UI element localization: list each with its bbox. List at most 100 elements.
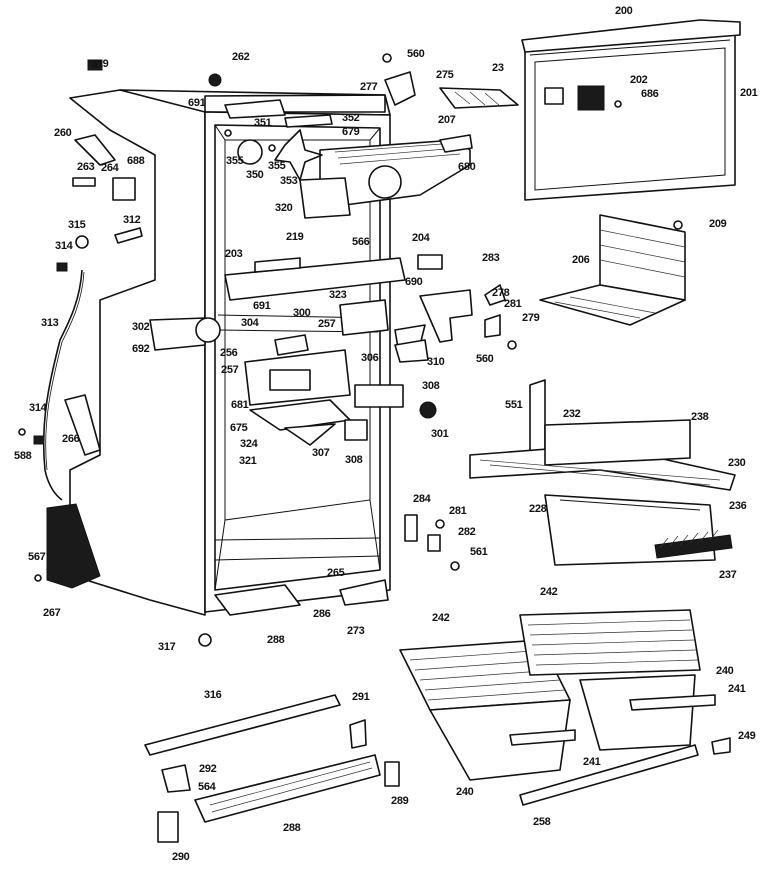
part-label-l353: 353 (280, 175, 298, 187)
part-label-l264: 264 (101, 162, 120, 174)
rear-grille-267 (46, 503, 101, 589)
part-label-l284: 284 (413, 493, 432, 505)
part-label-l551: 551 (505, 399, 523, 411)
part-label-l355b: 355 (268, 160, 286, 172)
evaporator-cover-207 (299, 134, 473, 219)
part-label-l263: 263 (77, 161, 95, 173)
part-label-l241b: 241 (583, 756, 601, 768)
part-label-l314a: 314 (55, 240, 74, 252)
part-label-l283: 283 (482, 252, 500, 264)
part-label-l315: 315 (68, 219, 86, 231)
part-label-l240a: 240 (716, 665, 734, 677)
part-label-l256: 256 (220, 347, 238, 359)
part-label-l319: 319 (91, 58, 109, 70)
part-label-l266: 266 (62, 433, 80, 445)
misc-lower-parts (157, 514, 731, 843)
part-label-l219: 219 (286, 231, 304, 243)
part-label-l288b: 288 (283, 822, 301, 834)
shelf-228 (469, 379, 736, 491)
part-label-l236: 236 (729, 500, 747, 512)
part-label-l232: 232 (563, 408, 581, 420)
part-label-l238: 238 (691, 411, 709, 423)
part-label-l202: 202 (630, 74, 648, 86)
part-label-l320: 320 (275, 202, 293, 214)
part-label-l265: 265 (327, 567, 345, 579)
bracket-283 (419, 284, 517, 350)
pan-240-left (399, 639, 576, 781)
damper-323 (339, 299, 429, 363)
part-label-l242b: 242 (540, 586, 558, 598)
crisper-drawer-236 (544, 494, 733, 566)
part-label-l686: 686 (641, 88, 659, 100)
ice-tray-23 (439, 87, 519, 109)
part-label-l350: 350 (246, 169, 264, 181)
part-label-l300: 300 (293, 307, 311, 319)
part-label-l308b: 308 (345, 454, 363, 466)
part-label-l566: 566 (352, 236, 370, 248)
part-label-l321: 321 (239, 455, 257, 467)
part-label-l692: 692 (132, 343, 150, 355)
part-label-l690: 690 (405, 276, 423, 288)
part-label-l288a: 288 (267, 634, 285, 646)
lower-hinge (18, 394, 101, 582)
part-label-l691a: 691 (188, 97, 206, 109)
part-label-l323: 323 (329, 289, 347, 301)
part-label-l275: 275 (436, 69, 454, 81)
part-label-l279: 279 (522, 312, 540, 324)
part-label-l688: 688 (127, 155, 145, 167)
part-label-l316: 316 (204, 689, 222, 701)
part-label-l308a: 308 (422, 380, 440, 392)
part-label-l310: 310 (427, 356, 445, 368)
part-label-l289: 289 (391, 795, 409, 807)
part-label-l206: 206 (572, 254, 590, 266)
part-label-l201: 201 (740, 87, 758, 99)
part-label-l564: 564 (198, 781, 217, 793)
part-label-l228: 228 (529, 503, 547, 515)
bracket-275 (382, 53, 416, 106)
part-label-l314b: 314 (29, 402, 48, 414)
part-label-l257b: 257 (221, 364, 239, 376)
grille-288 (194, 754, 381, 823)
part-label-l680: 680 (458, 161, 476, 173)
part-label-l307: 307 (312, 447, 330, 459)
freezer-door-201 (521, 19, 741, 201)
part-label-l277: 277 (360, 81, 378, 93)
upper-hinge (56, 59, 222, 272)
part-label-l241a: 241 (728, 683, 746, 695)
part-label-l262a: 262 (232, 51, 250, 63)
part-label-l260: 260 (54, 127, 72, 139)
part-label-l681: 681 (231, 399, 249, 411)
part-label-l290: 290 (172, 851, 190, 863)
part-label-l561: 561 (470, 546, 488, 558)
part-label-l281a: 281 (504, 298, 522, 310)
freezer-shelf-206 (539, 214, 686, 326)
part-label-l203: 203 (225, 248, 243, 260)
part-label-l306: 306 (361, 352, 379, 364)
part-label-l278: 278 (492, 287, 510, 299)
rail-316 (144, 694, 341, 756)
part-label-l567: 567 (28, 551, 46, 563)
part-label-l242a: 242 (432, 612, 450, 624)
part-label-l282: 282 (458, 526, 476, 538)
part-label-l207: 207 (438, 114, 456, 126)
divider-203 (224, 254, 443, 301)
part-label-l588: 588 (14, 450, 32, 462)
part-label-l317: 317 (158, 641, 176, 653)
part-label-l267: 267 (43, 607, 61, 619)
part-label-l273: 273 (347, 625, 365, 637)
part-label-l200: 200 (615, 5, 633, 17)
part-label-l675: 675 (230, 422, 248, 434)
part-label-l679: 679 (342, 126, 360, 138)
part-label-l302: 302 (132, 321, 150, 333)
part-label-l304: 304 (241, 317, 260, 329)
rail-258 (519, 744, 699, 806)
part-label-l240b: 240 (456, 786, 474, 798)
part-label-l691b: 691 (253, 300, 271, 312)
fan-motor-350 (224, 99, 333, 181)
part-label-l355a: 355 (226, 155, 244, 167)
pan-240-right (519, 609, 716, 751)
part-label-l249: 249 (738, 730, 756, 742)
part-label-l258: 258 (533, 816, 551, 828)
